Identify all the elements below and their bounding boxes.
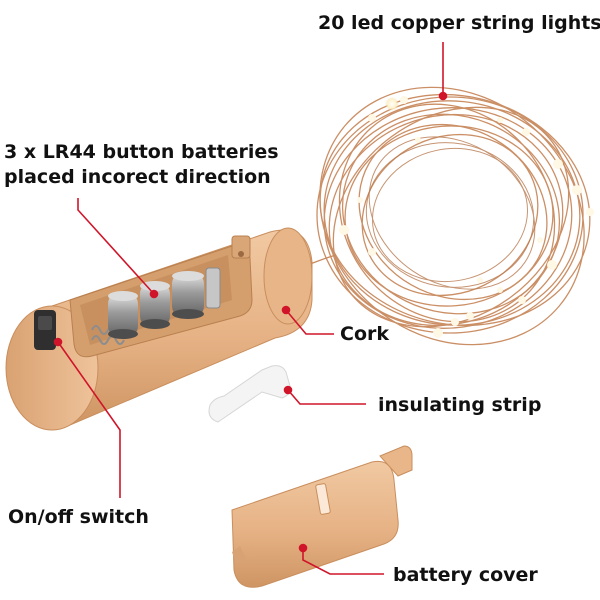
callouts <box>53 42 448 575</box>
led-bulb <box>466 312 474 320</box>
callout-dot-switch <box>53 337 63 347</box>
led-bulb <box>586 208 594 216</box>
led-bulb <box>572 185 582 195</box>
label-copper-lights: 20 led copper string lights <box>318 12 600 34</box>
callout-line-cover <box>302 548 384 575</box>
battery <box>108 291 138 339</box>
battery <box>172 271 204 319</box>
led-bulb <box>553 159 563 169</box>
label-on-off-switch: On/off switch <box>8 506 149 528</box>
battery-cover-part <box>231 445 413 588</box>
led-bulb <box>477 277 483 283</box>
led-bulb <box>522 128 530 136</box>
led-bulb <box>497 287 503 293</box>
insulating-strip <box>208 365 291 423</box>
led-bulb <box>368 248 376 256</box>
led-bulb <box>400 96 408 104</box>
button-batteries <box>108 267 221 339</box>
callout-dot-cork <box>281 305 291 315</box>
label-insulating-strip: insulating strip <box>378 394 542 416</box>
led-bulb <box>497 117 503 123</box>
led-bulb <box>537 237 543 243</box>
led-bulbs <box>339 96 594 338</box>
copper-wire-inner <box>365 136 536 290</box>
led-bulb <box>357 197 363 203</box>
led-bulb <box>451 318 459 326</box>
led-bulb <box>518 296 526 304</box>
label-battery-cover: battery cover <box>393 564 538 586</box>
callout-line-strip <box>287 389 366 405</box>
led-bulb <box>385 97 399 111</box>
led-bulb <box>368 114 376 122</box>
led-bulb <box>433 328 443 338</box>
label-cork: Cork <box>340 323 390 345</box>
callout-dot-cover <box>298 543 308 553</box>
callout-dot-lights <box>438 91 448 101</box>
callout-line-batteries <box>77 198 155 295</box>
label-batteries-line2: placed incorect direction <box>4 166 271 188</box>
led-bulb <box>547 260 557 270</box>
led-bulb <box>415 137 421 143</box>
battery <box>140 281 170 329</box>
copper-wire-coil <box>316 86 591 346</box>
on-off-switch <box>34 310 56 350</box>
callout-line-cork <box>285 309 334 335</box>
callout-dot-batteries <box>149 289 159 299</box>
callout-dot-strip <box>283 385 293 395</box>
led-bulb <box>339 225 349 235</box>
label-batteries-line1: 3 x LR44 button batteries <box>4 141 279 163</box>
callout-line-switch <box>57 341 121 498</box>
